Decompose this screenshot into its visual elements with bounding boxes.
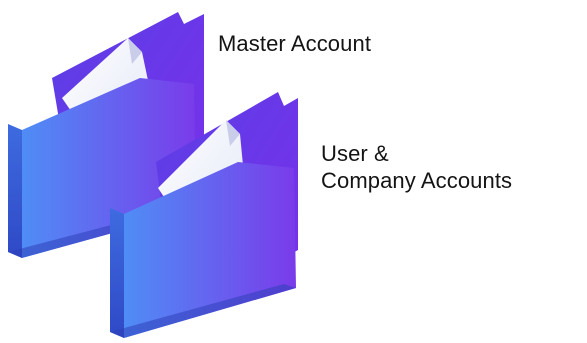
master-account-label-text: Master Account [218, 31, 372, 56]
user-folder-side-edge [110, 208, 124, 338]
user-company-accounts-folder-icon [110, 92, 298, 338]
user-company-accounts-label: User & Company Accounts [321, 140, 512, 194]
master-account-label: Master Account [218, 30, 371, 57]
user-folder-paper-fold [226, 120, 240, 146]
master-folder-paper-fold [128, 38, 142, 64]
user-folder-bottom-edge [110, 284, 296, 338]
master-folder-side-edge [8, 124, 22, 258]
user-company-accounts-label-line-2: Company Accounts [321, 168, 513, 193]
user-company-accounts-label-line-1: User & [321, 141, 389, 166]
